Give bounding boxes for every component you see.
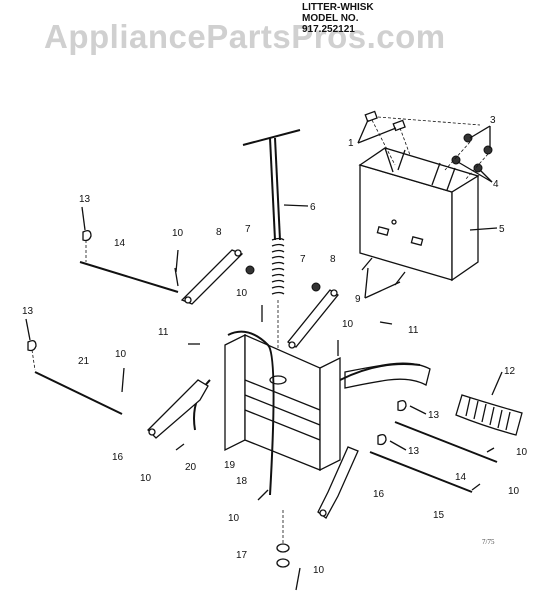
callout-10-c: 10	[342, 319, 354, 330]
callout-10-d: 10	[115, 349, 127, 360]
callout-10-f: 10	[228, 513, 240, 524]
part-rods-right	[369, 400, 498, 493]
callout-15: 15	[433, 510, 445, 521]
part-rod-21	[27, 340, 123, 415]
callout-7-right: 7	[300, 254, 306, 265]
callout-10-a: 10	[172, 228, 184, 239]
part-bolts-1	[364, 110, 481, 166]
callout-leaders	[25, 119, 503, 451]
part-t-handle-rod	[242, 129, 301, 370]
callout-8-left: 8	[216, 227, 222, 238]
callout-16-left: 16	[112, 452, 124, 463]
part-frame-assembly	[193, 330, 431, 496]
callout-3: 3	[490, 115, 496, 126]
diagram-title: LITTER-WHISK MODEL NO. 917.252121	[302, 2, 374, 35]
callout-14-right: 14	[455, 472, 467, 483]
part-rod-14-upper	[79, 230, 179, 293]
watermark-text: AppliancePartsPros.com	[44, 18, 446, 55]
part-brackets-16	[147, 379, 359, 519]
callout-11-left: 11	[158, 327, 169, 338]
callout-18: 18	[236, 476, 248, 487]
callout-10-e: 10	[140, 473, 152, 484]
callout-5: 5	[499, 224, 505, 235]
part-cotter-pins-10	[121, 249, 495, 591]
callout-21: 21	[78, 356, 90, 367]
callout-13-d: 13	[408, 446, 420, 457]
part-screws-9-11	[188, 257, 406, 345]
callout-1: 1	[348, 138, 354, 149]
callout-17: 17	[236, 550, 248, 561]
callout-19: 19	[224, 460, 236, 471]
callout-13-c: 13	[428, 410, 440, 421]
callout-13-a: 13	[79, 194, 91, 205]
part-handle-grip-12	[455, 394, 523, 436]
title-line-1: LITTER-WHISK	[302, 2, 374, 13]
callout-8-right: 8	[330, 254, 336, 265]
callout-10-b: 10	[236, 288, 248, 299]
callout-11-right: 11	[408, 325, 419, 336]
callout-10-g: 10	[313, 565, 325, 576]
callout-10-h: 10	[508, 486, 520, 497]
part-washers-17	[276, 510, 290, 568]
callout-14-left: 14	[114, 238, 126, 249]
callout-16-right: 16	[373, 489, 385, 500]
part-housing-box	[358, 147, 480, 282]
callout-labels: 1 3 4 5 6 7 7 8 8 9 10 10 10 10 10 10 10…	[22, 115, 528, 576]
callout-7-left: 7	[245, 224, 251, 235]
callout-20: 20	[185, 462, 197, 473]
part-links-8	[180, 249, 339, 349]
callout-13-b: 13	[22, 306, 34, 317]
callout-10-i: 10	[516, 447, 528, 458]
corner-note: 7/75	[482, 538, 495, 546]
title-line-2: MODEL NO.	[302, 13, 359, 24]
callout-12: 12	[504, 366, 516, 377]
callout-9: 9	[355, 294, 361, 305]
title-line-3: 917.252121	[302, 24, 355, 35]
callout-4: 4	[493, 179, 499, 190]
callout-6: 6	[310, 202, 316, 213]
